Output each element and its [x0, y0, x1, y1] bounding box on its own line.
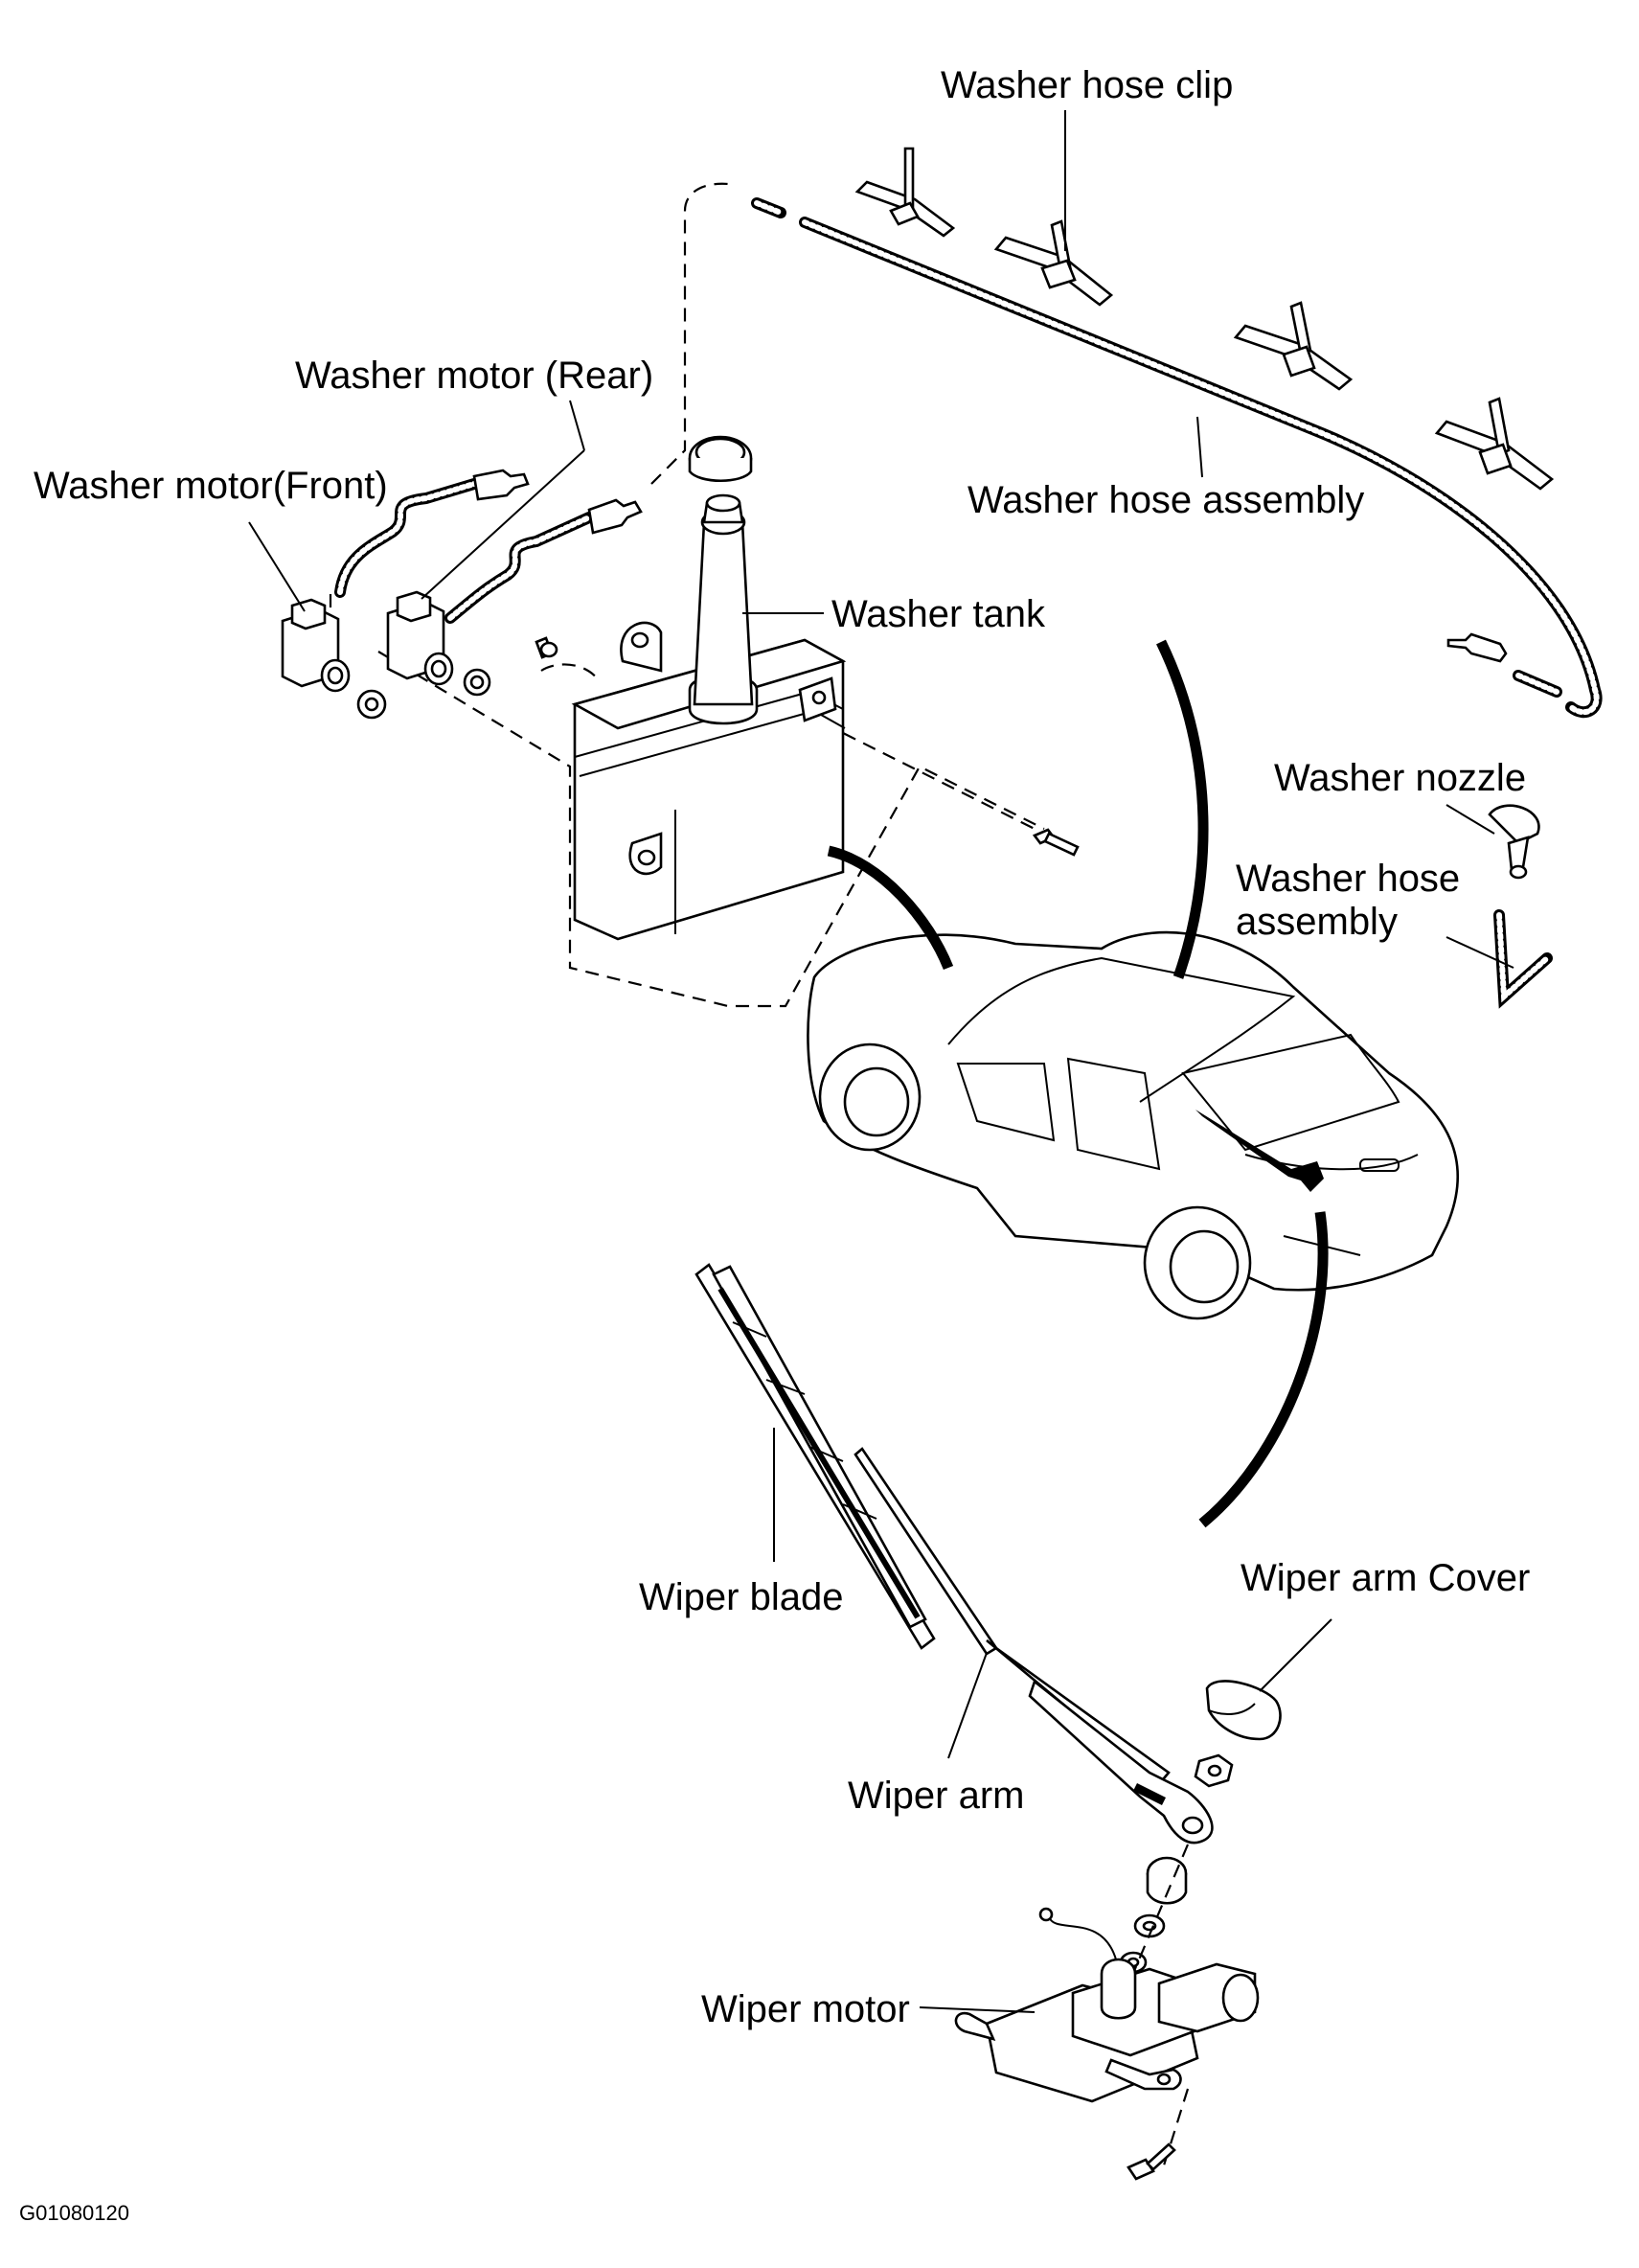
washer-hose-clip-2 — [993, 219, 1114, 307]
wiper-blade — [694, 1263, 936, 1650]
washer-hose-assembly-leader — [1196, 416, 1203, 478]
washer-hose-assembly-label: Washer hose assembly — [967, 479, 1364, 521]
washer-hose-clip-1 — [854, 147, 956, 238]
wiper-arm-label: Wiper arm — [848, 1775, 1024, 1817]
washer-nozzle — [1488, 804, 1540, 880]
washer-hose-assembly-label-line1: Washer hose — [1236, 858, 1460, 900]
washer-motor-rear — [386, 590, 558, 697]
callout-arc-wiper — [1198, 1211, 1329, 1528]
washer-motor-front-label: Washer motor(Front) — [34, 465, 388, 507]
washer-motor-rear-label: Washer motor (Rear) — [295, 355, 653, 397]
washer-hose-front — [334, 469, 530, 598]
vehicle-illustration — [807, 930, 1460, 1320]
hose-routing-guide — [650, 182, 729, 485]
wiper-motor-label: Wiper motor — [701, 1988, 910, 2030]
wiper-arm-cover — [1205, 1680, 1282, 1741]
washer-hose-assembly-label-line2: assembly — [1236, 901, 1398, 943]
washer-hose-assembly-nozzle-leader — [1446, 936, 1514, 969]
wiper-arm-cover-label: Wiper arm Cover — [1241, 1557, 1530, 1599]
washer-hose-clip-3 — [1233, 301, 1354, 391]
wiper-arm-cover-leader — [1259, 1618, 1332, 1692]
wiper-mounting-hardware — [1119, 1753, 1234, 2004]
callout-arc-tank — [827, 845, 954, 971]
washer-hose-clip-4 — [1434, 397, 1555, 491]
washer-hose-assembly-rear — [751, 197, 1603, 719]
washer-tank — [571, 493, 847, 941]
washer-motor-front-leader — [248, 521, 306, 612]
washer-hose-clip-label: Washer hose clip — [941, 64, 1233, 106]
wiper-blade-label: Wiper blade — [639, 1576, 843, 1618]
washer-hose-nozzle — [1493, 909, 1553, 1009]
washer-tank-label: Washer tank — [831, 593, 1046, 635]
callout-arc-hose — [1156, 639, 1209, 979]
washer-tank-bolt — [1032, 828, 1080, 857]
wiper-arm-leader — [947, 1652, 988, 1759]
wiper-motor — [954, 1907, 1260, 2103]
washer-nozzle-leader — [1446, 804, 1495, 835]
washer-hose-rear-feed — [444, 498, 643, 624]
wiper-motor-leader — [919, 2006, 1036, 2013]
washer-motor-front — [281, 598, 387, 720]
wiper-motor-bolt — [1127, 2088, 1190, 2181]
figure-id: G01080120 — [19, 2201, 129, 2225]
washer-motor-rear-leader — [569, 400, 585, 451]
washer-nozzle-label: Washer nozzle — [1274, 757, 1526, 799]
washer-tank-cap — [688, 435, 753, 482]
wiper-arm — [854, 1447, 1214, 1844]
